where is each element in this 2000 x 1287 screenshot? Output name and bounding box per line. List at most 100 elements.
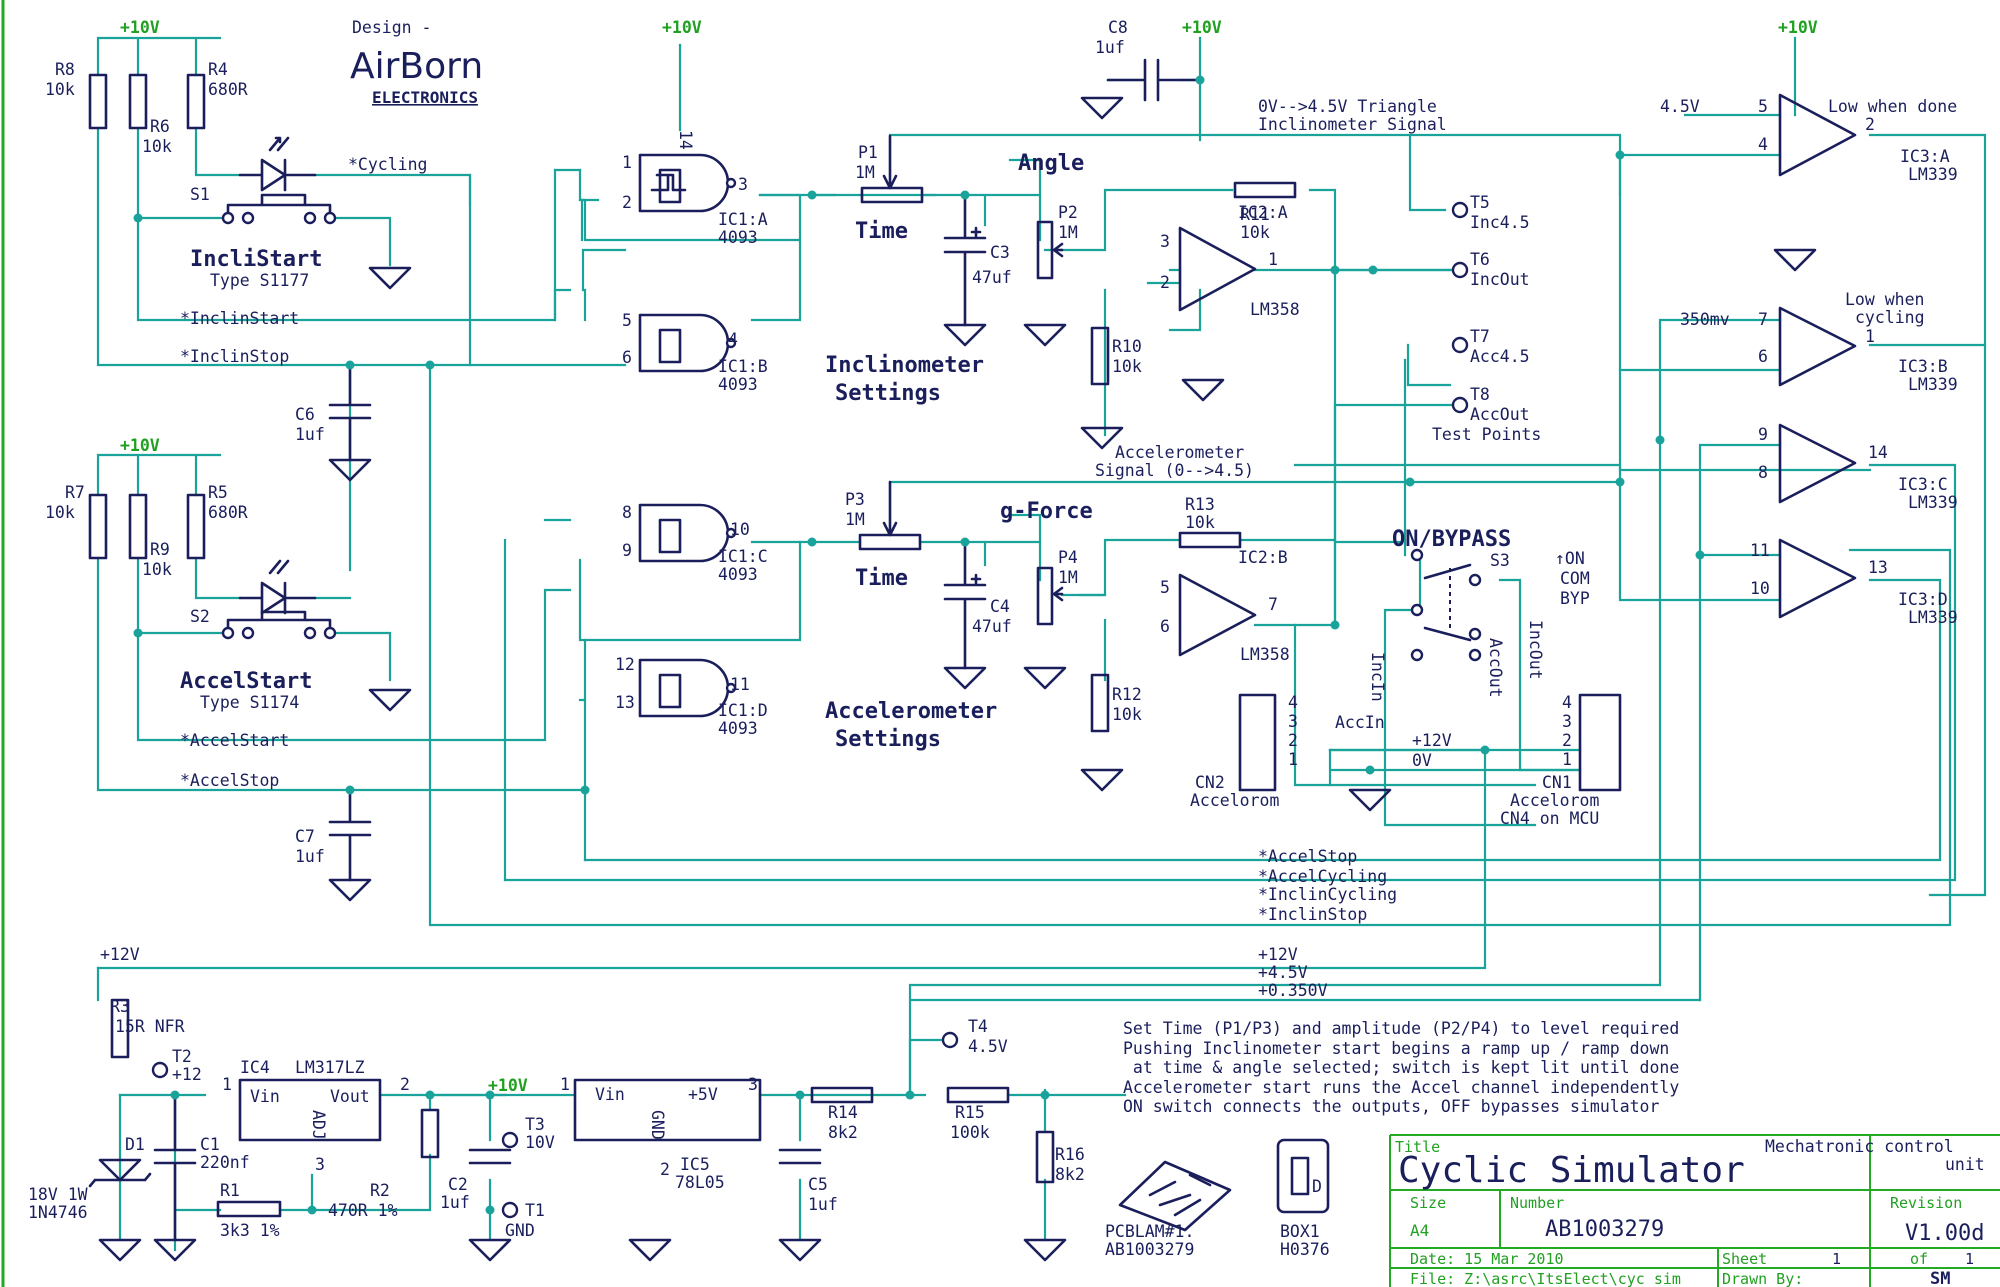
tp-t5-name: Inc4.5 [1470, 213, 1530, 232]
tp-t7: T7 [1470, 327, 1490, 346]
pin: 13 [615, 693, 635, 712]
label-c7: C7 [295, 827, 315, 846]
pin: 10 [1750, 579, 1770, 598]
value-r12: 10k [1112, 705, 1142, 724]
value-p4: 1M [1058, 568, 1078, 587]
tp-t7-name: Acc4.5 [1470, 347, 1530, 366]
time-label-1: Time [855, 219, 908, 244]
value-r2: 470R 1% [328, 1201, 398, 1220]
value-p2: 1M [1058, 223, 1078, 242]
pin: 6 [1160, 617, 1170, 636]
tb-date: Date: 15 Mar 2010 [1410, 1250, 1564, 1268]
design-notes: Set Time (P1/P3) and amplitude (P2/P4) t… [1123, 1019, 1679, 1116]
cycling-note-2: cycling [1855, 308, 1925, 327]
pin: 13 [1868, 558, 1888, 577]
opamp-ic2b [1178, 573, 1257, 657]
tb-title-label: Title [1395, 1138, 1440, 1156]
value-r1: 3k3 1% [220, 1221, 280, 1240]
value-r4: 680R [208, 80, 248, 99]
type-ic1d: 4093 [718, 719, 758, 738]
cap-c5 [778, 1148, 822, 1165]
label-r14: R14 [828, 1103, 858, 1122]
ic4-adj: ADJ [309, 1110, 328, 1140]
value-c6: 1uf [295, 425, 325, 444]
tb-size-label: Size [1410, 1194, 1446, 1212]
label-p4: P4 [1058, 548, 1078, 567]
label-ic1c: IC1:C [718, 547, 768, 566]
pin: 4 [1758, 135, 1768, 154]
label-r7: R7 [65, 483, 85, 502]
cap-c1 [153, 1093, 197, 1242]
pot-p1-wiper [882, 134, 898, 190]
label-r15: R15 [955, 1103, 985, 1122]
resistor-r6 [128, 73, 148, 130]
pin-numbers: 1 2 3 4 5 6 14 8 9 10 11 12 13 3 2 1 5 6… [222, 97, 1888, 1179]
gate-ic1a [638, 153, 730, 213]
cycling-note-1: Low when [1845, 290, 1924, 309]
net-accin: AccIn [1335, 713, 1385, 732]
switch-s1 [221, 136, 337, 225]
value-r6: 10k [142, 137, 172, 156]
regulator-ic5 [573, 1078, 762, 1142]
resistor-r10 [1090, 326, 1110, 386]
tb-title: Cyclic Simulator [1398, 1150, 1745, 1191]
pcb-icon [1118, 1160, 1232, 1232]
bus-inclin-stop: *InclinStop [1258, 905, 1367, 924]
tp-t5: T5 [1470, 193, 1490, 212]
pin: 11 [730, 675, 750, 694]
net-accel-stop: *AccelStop [180, 771, 279, 790]
rail-10v-label-2: +10V [662, 18, 702, 37]
pin: 14 [676, 130, 695, 150]
resistor-r12 [1090, 673, 1110, 733]
value-r14: 8k2 [828, 1123, 858, 1142]
label-p1: P1 [858, 143, 878, 162]
type-ic3a: LM339 [1908, 165, 1958, 184]
cn1-label: CN1 [1542, 773, 1572, 792]
tb-size: A4 [1410, 1221, 1429, 1240]
tb-of: of [1910, 1250, 1928, 1268]
acc-settings-2: Settings [835, 727, 941, 752]
pot-p2-wiper [1052, 242, 1064, 258]
type-d1: 1N4746 [28, 1203, 88, 1222]
label-s1: S1 [190, 185, 210, 204]
resistor-r3 [110, 998, 130, 1059]
amplifiers [1178, 93, 1857, 657]
zener-d1-icon [88, 1158, 152, 1188]
value-r13: 10k [1185, 513, 1215, 532]
pin: 3 [1160, 232, 1170, 251]
resistors [88, 73, 1297, 1218]
cn1-name: Accelorom [1510, 791, 1599, 810]
label-c6: C6 [295, 405, 315, 424]
pin: 2 [400, 1075, 410, 1094]
net-plus12v: +12V [1412, 731, 1452, 750]
pin: 1 [1865, 327, 1875, 346]
capacitors [153, 58, 1202, 1242]
pin: 2 [1562, 731, 1572, 750]
ground-set-3 [98, 1238, 1067, 1262]
tb-number: AB1003279 [1545, 1217, 1664, 1242]
resistor-r1 [216, 1200, 282, 1218]
type-ic4: LM317LZ [295, 1058, 365, 1077]
pushbutton-s2-icon [226, 610, 332, 635]
pin: 3 [1288, 712, 1298, 731]
design-logo: Design - AirBorn ELECTRONICS [350, 18, 483, 107]
pin: 1 [222, 1075, 232, 1094]
cn2-name: Accelorom [1190, 791, 1279, 810]
led-s1-icon [238, 158, 317, 192]
tp-t6: T6 [1470, 250, 1490, 269]
rail-10v-label-5: +10V [120, 436, 160, 455]
value-c7: 1uf [295, 847, 325, 866]
pin: 14 [1868, 443, 1888, 462]
value-r10: 10k [1112, 357, 1142, 376]
pin: 2 [1160, 273, 1170, 292]
label-r8: R8 [55, 60, 75, 79]
pushbutton-s1-icon [226, 193, 332, 220]
type-ic1a: 4093 [718, 228, 758, 247]
label-d1: D1 [125, 1135, 145, 1154]
tb-sheet: 1 [1832, 1250, 1841, 1268]
pin: 1 [1288, 750, 1298, 769]
test-points-label: Test Points [1432, 425, 1541, 444]
label-r12: R12 [1112, 685, 1142, 704]
pin: 2 [622, 193, 632, 212]
